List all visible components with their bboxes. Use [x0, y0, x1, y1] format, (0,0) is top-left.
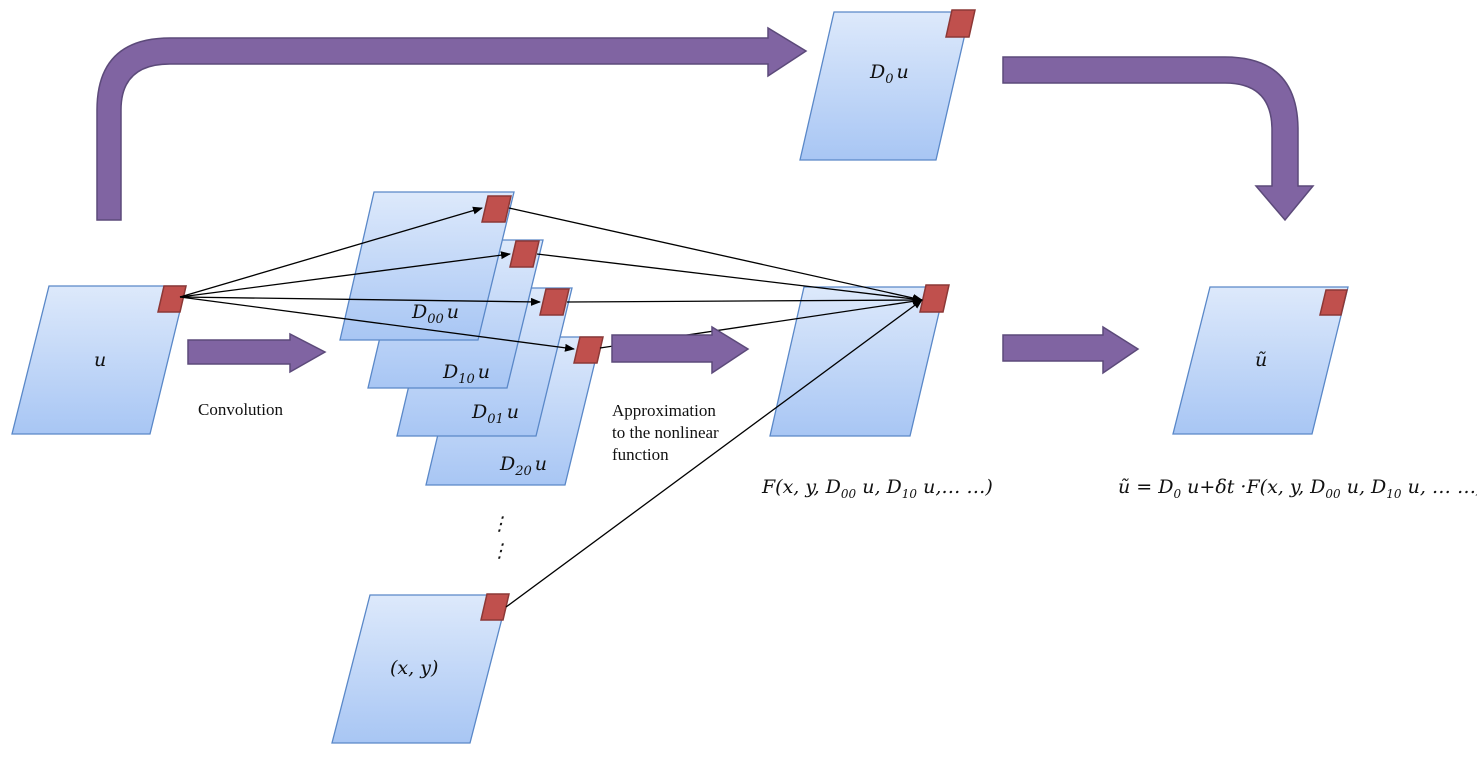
- approximation-arrow: [611, 325, 750, 375]
- update-expression: ũ = D0 u+δt ·F(x, y, D00 u, D10 u, … …): [1118, 476, 1477, 501]
- convolution-label: Convolution: [198, 400, 284, 419]
- card-xy-label: (x, y): [390, 657, 438, 679]
- patch-d20u: [573, 336, 604, 364]
- card-u: u: [11, 285, 187, 435]
- approximation-label-1: Approximation: [612, 401, 716, 420]
- card-u-tilde: ũ: [1172, 286, 1349, 435]
- card-u-label: u: [94, 349, 106, 371]
- svg-text:D0u: D0u: [869, 61, 909, 87]
- card-u-tilde-label: ũ: [1255, 349, 1267, 371]
- convolution-arrow: [187, 332, 327, 374]
- approximation-label-2: to the nonlinear: [612, 423, 719, 442]
- connection-lines: [179, 206, 923, 608]
- skip-arrow-left: [96, 26, 808, 221]
- skip-arrow-right: [1002, 56, 1315, 222]
- update-arrow: [1002, 325, 1140, 375]
- card-f: [769, 284, 950, 437]
- approximation-label-3: function: [612, 445, 669, 464]
- patch-d00u: [481, 195, 512, 223]
- ellipsis-2: ⋮: [490, 540, 509, 562]
- patch-d01u: [539, 288, 570, 316]
- patch-d10u: [509, 240, 540, 268]
- ellipsis-1: ⋮: [490, 513, 509, 535]
- f-expression: F(x, y, D00 u, D10 u,… …): [761, 476, 993, 501]
- card-xy: (x, y): [331, 593, 510, 744]
